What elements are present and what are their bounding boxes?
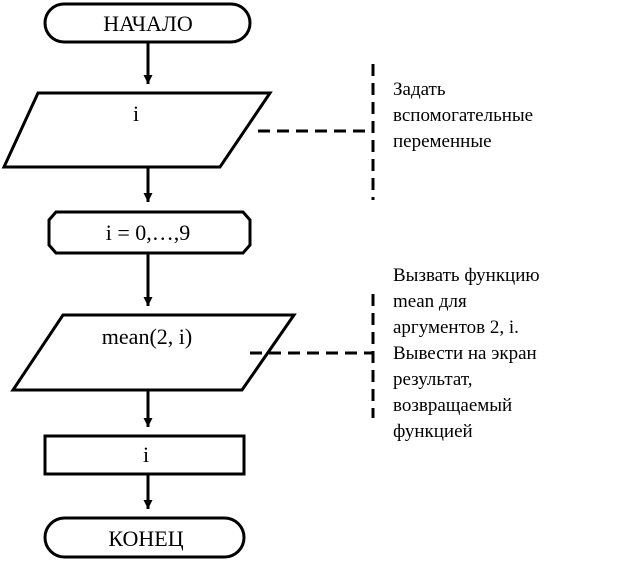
input-note-line: Задать	[393, 79, 446, 100]
call-parallelogram	[10, 313, 297, 392]
call-note-line: результат,	[393, 369, 472, 390]
end-terminator	[43, 516, 246, 559]
call-note-line: mean для	[393, 291, 467, 312]
call-note-line: Вывести на экран	[393, 343, 537, 364]
call-note: Вызвать функцию mean для аргументов 2, i…	[393, 265, 544, 442]
input-label: i	[133, 101, 139, 126]
end-label: КОНЕЦ	[108, 526, 183, 551]
input-note-line: вспомогательные	[393, 105, 533, 126]
call-note-line: Вызвать функцию	[393, 265, 540, 286]
call-note-line: возвращаемый	[393, 395, 512, 416]
loop-box	[47, 210, 252, 255]
start-label: НАЧАЛО	[103, 11, 192, 36]
input-note-line: переменные	[393, 131, 492, 152]
loop-label: i = 0,…,9	[106, 220, 191, 245]
call-note-line: аргументов 2, i.	[393, 317, 519, 338]
input-parallelogram	[1, 91, 273, 169]
call-note-line: функцией	[393, 421, 473, 442]
output-label: i	[143, 442, 149, 467]
input-note: Задать вспомогательные переменные	[393, 79, 538, 152]
output-box	[43, 434, 246, 476]
call-label: mean(2, i)	[102, 324, 192, 349]
